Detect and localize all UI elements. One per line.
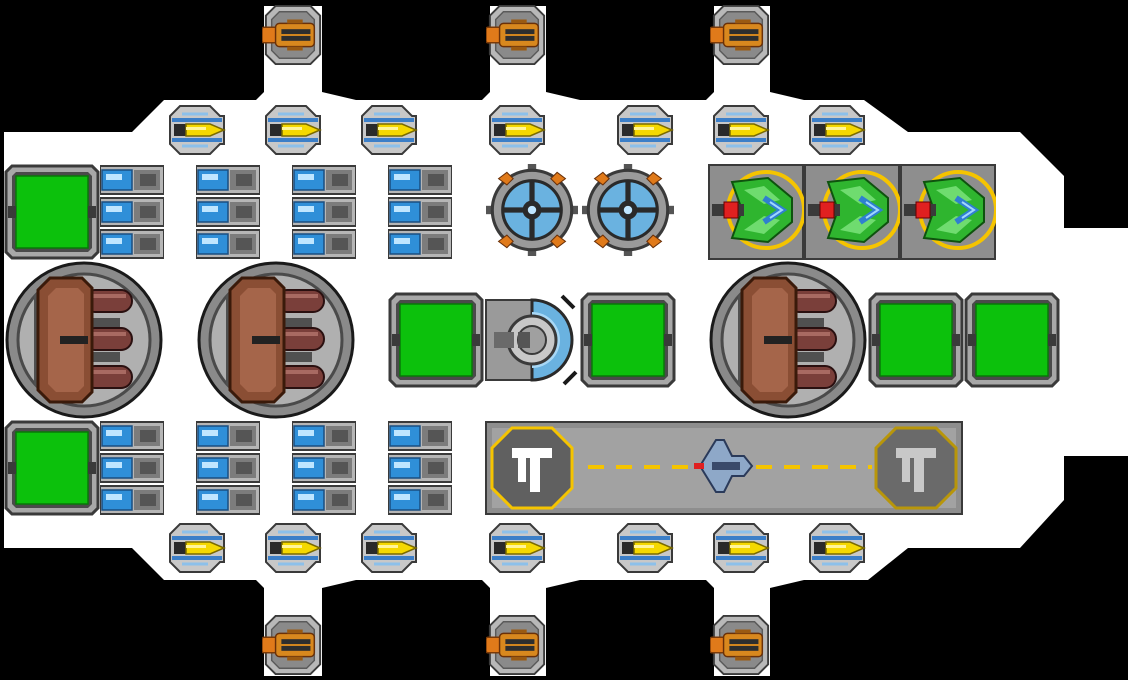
orange-cannon-icon[interactable]	[710, 4, 770, 66]
yellow-missile-icon[interactable]	[616, 104, 674, 156]
launch-pad-icon	[490, 426, 574, 510]
yellow-missile-icon[interactable]	[264, 522, 322, 574]
green-plasma-launcher-icon[interactable]	[805, 165, 900, 259]
blue-battery-icon[interactable]	[196, 421, 260, 515]
brown-heavy-turret-icon[interactable]	[709, 261, 867, 419]
brown-heavy-turret-icon[interactable]	[5, 261, 163, 419]
yellow-missile-icon[interactable]	[808, 522, 866, 574]
blue-battery-icon[interactable]	[100, 165, 164, 259]
green-armor-icon[interactable]	[388, 292, 484, 388]
yellow-missile-icon[interactable]	[712, 104, 770, 156]
yellow-missile-icon[interactable]	[488, 522, 546, 574]
blue-battery-icon[interactable]	[196, 165, 260, 259]
green-armor-icon[interactable]	[964, 292, 1060, 388]
fighter-ship-icon	[694, 439, 754, 493]
hangar-bay[interactable]	[485, 421, 963, 515]
shield-generator-icon[interactable]	[486, 164, 578, 256]
blue-battery-icon[interactable]	[100, 421, 164, 515]
orange-cannon-icon[interactable]	[262, 4, 322, 66]
orange-cannon-icon[interactable]	[710, 614, 770, 676]
green-armor-icon[interactable]	[868, 292, 964, 388]
green-plasma-launcher-icon[interactable]	[709, 165, 804, 259]
yellow-missile-icon[interactable]	[264, 104, 322, 156]
yellow-missile-icon[interactable]	[168, 104, 226, 156]
yellow-missile-icon[interactable]	[712, 522, 770, 574]
yellow-missile-icon[interactable]	[360, 104, 418, 156]
yellow-missile-icon[interactable]	[616, 522, 674, 574]
yellow-missile-icon[interactable]	[808, 104, 866, 156]
orange-cannon-icon[interactable]	[262, 614, 322, 676]
green-armor-icon[interactable]	[4, 420, 100, 516]
yellow-missile-icon[interactable]	[168, 522, 226, 574]
shield-generator-icon[interactable]	[582, 164, 674, 256]
landing-pad-icon	[874, 426, 958, 510]
green-armor-icon[interactable]	[4, 164, 100, 260]
orange-cannon-icon[interactable]	[486, 614, 546, 676]
green-armor-icon[interactable]	[580, 292, 676, 388]
blue-battery-icon[interactable]	[292, 421, 356, 515]
blue-battery-icon[interactable]	[388, 165, 452, 259]
blue-battery-icon[interactable]	[292, 165, 356, 259]
yellow-missile-icon[interactable]	[488, 104, 546, 156]
blue-battery-icon[interactable]	[388, 421, 452, 515]
yellow-missile-icon[interactable]	[360, 522, 418, 574]
green-plasma-launcher-icon[interactable]	[901, 165, 996, 259]
brown-heavy-turret-icon[interactable]	[197, 261, 355, 419]
orange-cannon-icon[interactable]	[486, 4, 546, 66]
